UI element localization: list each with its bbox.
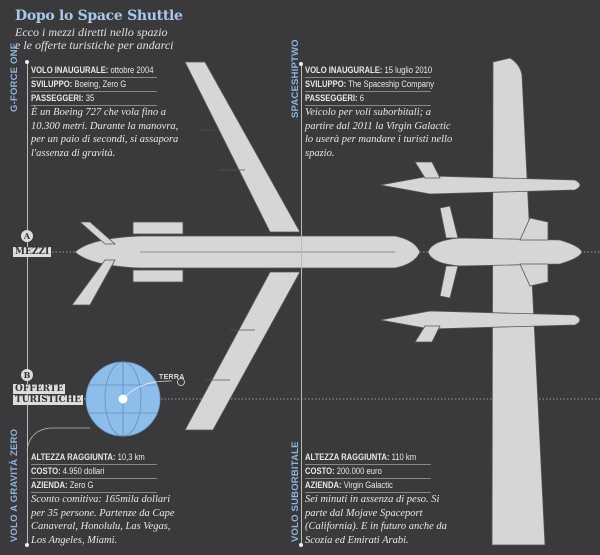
info-row: COSTO: 200.000 euro (305, 465, 431, 479)
timeline-dot-bottom-right (299, 543, 303, 547)
info-key: VOLO INAUGURALE: (305, 65, 383, 75)
timeline-dot-top-right (299, 62, 303, 66)
info-value: 200.000 euro (336, 466, 382, 476)
zero-gravity-info-rows: ALTEZZA RAGGIUNTA: 10,3 km COSTO: 4.950 … (31, 451, 157, 493)
spaceshiptwo-description: Veicolo per voli suborbitali; a partire … (305, 107, 453, 159)
info-key: COSTO: (305, 466, 335, 476)
boeing-727-plane (71, 61, 421, 431)
info-value: Boeing, Zero G (74, 79, 127, 89)
zero-gravity-description: Sconto comitiva: 165mila dollari per 35 … (31, 494, 175, 546)
globe-label: TERRA (159, 374, 185, 381)
info-key: AZIENDA: (31, 480, 68, 490)
info-row: VOLO INAUGURALE: 15 luglio 2010 (305, 64, 433, 78)
vehicle-name-gforce: G-FORCE ONE (9, 42, 20, 112)
section-b-label-2: TURISTICHE (13, 395, 84, 405)
info-row: COSTO: 4.950 dollari (31, 465, 157, 479)
timeline-dot-bottom (25, 543, 29, 547)
subtitle-line-2: e le offerte turistiche per andarci (15, 38, 174, 52)
info-row: SVILUPPO: The Spaceship Company (305, 78, 435, 92)
section-b-label-1: OFFERTE (13, 384, 66, 394)
right-timeline-line (301, 64, 302, 546)
info-value: ottobre 2004 (110, 65, 154, 75)
info-value: The Spaceship Company (348, 79, 435, 89)
info-value: Zero G (69, 480, 94, 490)
info-key: SVILUPPO: (31, 79, 73, 89)
info-key: ALTEZZA RAGGIUNTA: (31, 452, 116, 462)
info-value: 110 km (391, 452, 417, 462)
earth-globe-icon (85, 361, 185, 437)
gforce-description: È un Boeing 727 che vola fino a 10.300 m… (31, 107, 179, 159)
info-row: SVILUPPO: Boeing, Zero G (31, 78, 157, 92)
info-row: VOLO INAUGURALE: ottobre 2004 (31, 64, 157, 78)
info-row: PASSEGGERI: 6 (305, 92, 431, 106)
gforce-info-rows: VOLO INAUGURALE: ottobre 2004 SVILUPPO: … (31, 64, 157, 106)
offer-name-zero-gravity: VOLO A GRAVITÀ ZERO (9, 428, 20, 542)
info-key: PASSEGGERI: (305, 93, 358, 103)
suborbital-info-rows: ALTEZZA RAGGIUNTA: 110 km COSTO: 200.000… (305, 451, 431, 493)
info-key: SVILUPPO: (305, 79, 347, 89)
section-b-marker: B (21, 369, 33, 381)
info-value: Virgin Galactic (343, 480, 393, 490)
info-row: AZIENDA: Zero G (31, 479, 157, 493)
info-key: PASSEGGERI: (31, 93, 84, 103)
info-value: 15 luglio 2010 (384, 65, 433, 75)
left-timeline-line (27, 62, 28, 546)
offer-name-suborbital: VOLO SUBORBITALE (290, 441, 301, 542)
info-row: AZIENDA: Virgin Galactic (305, 479, 431, 493)
timeline-dot-top (25, 60, 29, 64)
subtitle-line-1: Ecco i mezzi diretti nello spazio (15, 25, 168, 39)
info-value: 4.950 dollari (62, 466, 105, 476)
info-value: 35 (85, 93, 95, 103)
page-title: Dopo lo Space Shuttle (15, 8, 183, 24)
whiteknighttwo-plane (379, 57, 581, 546)
suborbital-description: Sei minuti in assenza di peso. Si parte … (305, 494, 447, 546)
info-key: ALTEZZA RAGGIUNTA: (305, 452, 390, 462)
info-key: AZIENDA: (305, 480, 342, 490)
info-row: PASSEGGERI: 35 (31, 92, 157, 106)
info-value: 10,3 km (117, 452, 145, 462)
info-value: 6 (359, 93, 364, 103)
vehicle-name-spaceshiptwo: SPACESHIPTWO (290, 39, 301, 118)
info-key: VOLO INAUGURALE: (31, 65, 109, 75)
info-row: ALTEZZA RAGGIUNTA: 110 km (305, 451, 431, 465)
spaceshiptwo-info-rows: VOLO INAUGURALE: 15 luglio 2010 SVILUPPO… (305, 64, 435, 106)
section-a-marker: A (21, 230, 33, 242)
spaceshiptwo-plane (427, 205, 583, 299)
info-key: COSTO: (31, 466, 61, 476)
section-a-label: MEZZI (13, 247, 52, 257)
info-row: ALTEZZA RAGGIUNTA: 10,3 km (31, 451, 157, 465)
